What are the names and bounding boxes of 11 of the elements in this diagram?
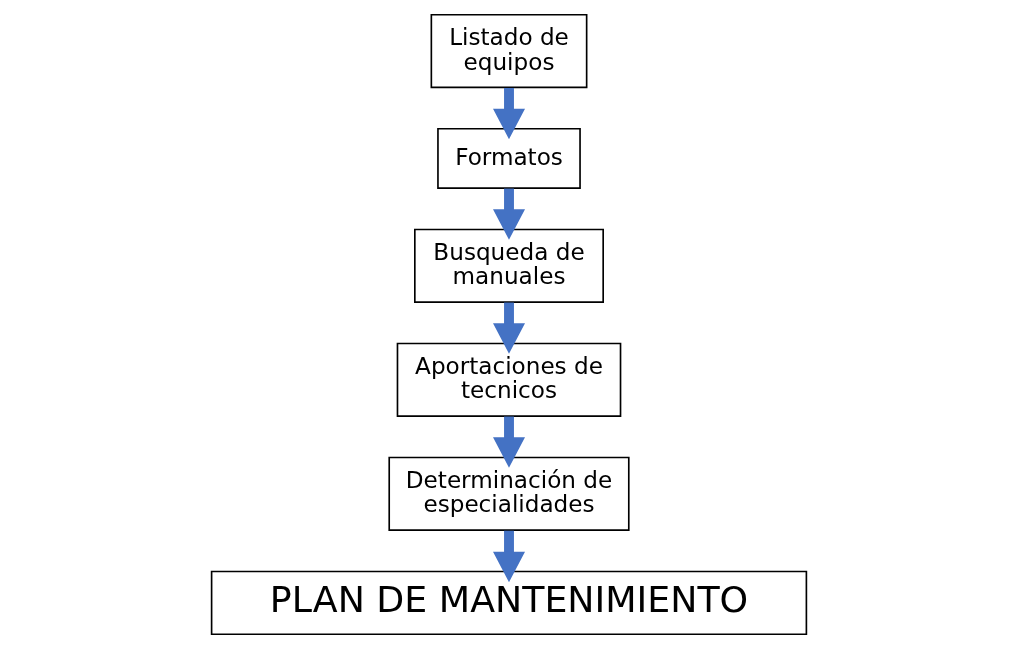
arrow <box>492 302 525 354</box>
arrow <box>492 530 525 583</box>
arrow <box>492 188 525 240</box>
node-box: Listado de equipos <box>430 13 587 89</box>
node-box: Determinación de especialidades <box>387 456 630 532</box>
node-box: PLAN DE MANTENIMIENTO <box>210 570 807 636</box>
node-box: Formatos <box>436 127 581 190</box>
arrow <box>492 416 525 468</box>
node-box: Busqueda de manuales <box>413 228 604 304</box>
node-box: Aportaciones de tecnicos <box>396 342 621 418</box>
arrow <box>492 87 525 140</box>
